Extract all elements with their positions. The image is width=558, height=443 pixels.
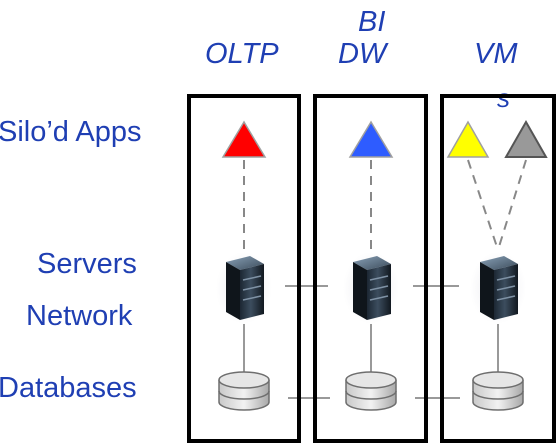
bi-app-triangle-icon xyxy=(348,120,394,158)
database-icon xyxy=(345,371,397,411)
network-connectors xyxy=(285,285,460,399)
row-label-network: Network xyxy=(26,300,133,332)
vm-app-yellow-triangle-icon xyxy=(446,120,490,158)
silo-box-vms xyxy=(440,94,556,443)
row-label-servers: Servers xyxy=(37,248,137,280)
vm-app-gray-triangle-icon xyxy=(504,119,548,158)
row-label-databases: Databases xyxy=(0,372,137,404)
server-icon xyxy=(470,252,526,324)
column-header-dw: DW xyxy=(338,38,387,70)
silo-box-bi-dw xyxy=(313,94,428,443)
column-header-bi: BI xyxy=(358,6,386,38)
silo-box-oltp xyxy=(187,94,301,443)
databases xyxy=(218,371,524,411)
app-dependency-lines xyxy=(243,159,527,255)
server-icon xyxy=(343,252,399,324)
server-icon xyxy=(216,252,272,324)
server-database-lines xyxy=(243,318,499,375)
database-icon xyxy=(472,371,524,411)
column-header-oltp: OLTP xyxy=(205,38,279,70)
column-header-vm: VM xyxy=(474,38,518,70)
oltp-app-triangle-icon xyxy=(221,120,267,158)
servers xyxy=(216,252,526,324)
database-icon xyxy=(218,371,270,411)
silo-boxes xyxy=(187,94,556,443)
row-label-silod-apps: Silo’d Apps xyxy=(0,116,142,148)
app-icons xyxy=(221,119,548,158)
